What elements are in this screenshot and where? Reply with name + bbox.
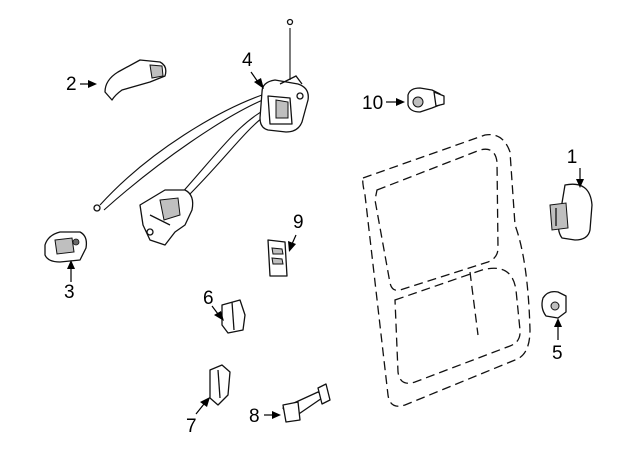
callout-2: 2 [66,74,97,95]
callout-7: 7 [186,397,210,437]
callout-10: 10 [362,93,405,114]
lower-hinge [209,364,231,406]
latch-assembly [259,75,309,133]
svg-text:7: 7 [186,416,197,437]
cable-end-top [286,18,294,26]
door-switch [407,87,445,113]
upper-hinge [221,299,246,334]
striker [541,290,567,319]
callout-3: 3 [64,260,75,303]
svg-text:8: 8 [249,406,260,427]
lower-latch [139,189,194,246]
door-outline [362,133,531,407]
lower-bracket [44,231,88,263]
cable-end-left [93,204,101,212]
outside-handle [549,183,593,241]
door-check [282,383,331,423]
svg-text:6: 6 [203,288,214,309]
callout-8: 8 [249,406,281,427]
inside-handle [104,59,167,101]
svg-text:10: 10 [362,93,383,114]
svg-text:2: 2 [66,74,77,95]
callout-6: 6 [203,288,224,321]
callout-4: 4 [242,50,264,89]
svg-text:9: 9 [293,212,304,233]
lock-knob [267,239,288,277]
callout-9: 9 [288,212,304,252]
callout-5: 5 [552,318,563,364]
svg-text:4: 4 [242,50,253,71]
svg-text:5: 5 [552,343,563,364]
callout-1: 1 [567,147,584,188]
svg-text:1: 1 [567,147,578,168]
svg-text:3: 3 [64,282,75,303]
